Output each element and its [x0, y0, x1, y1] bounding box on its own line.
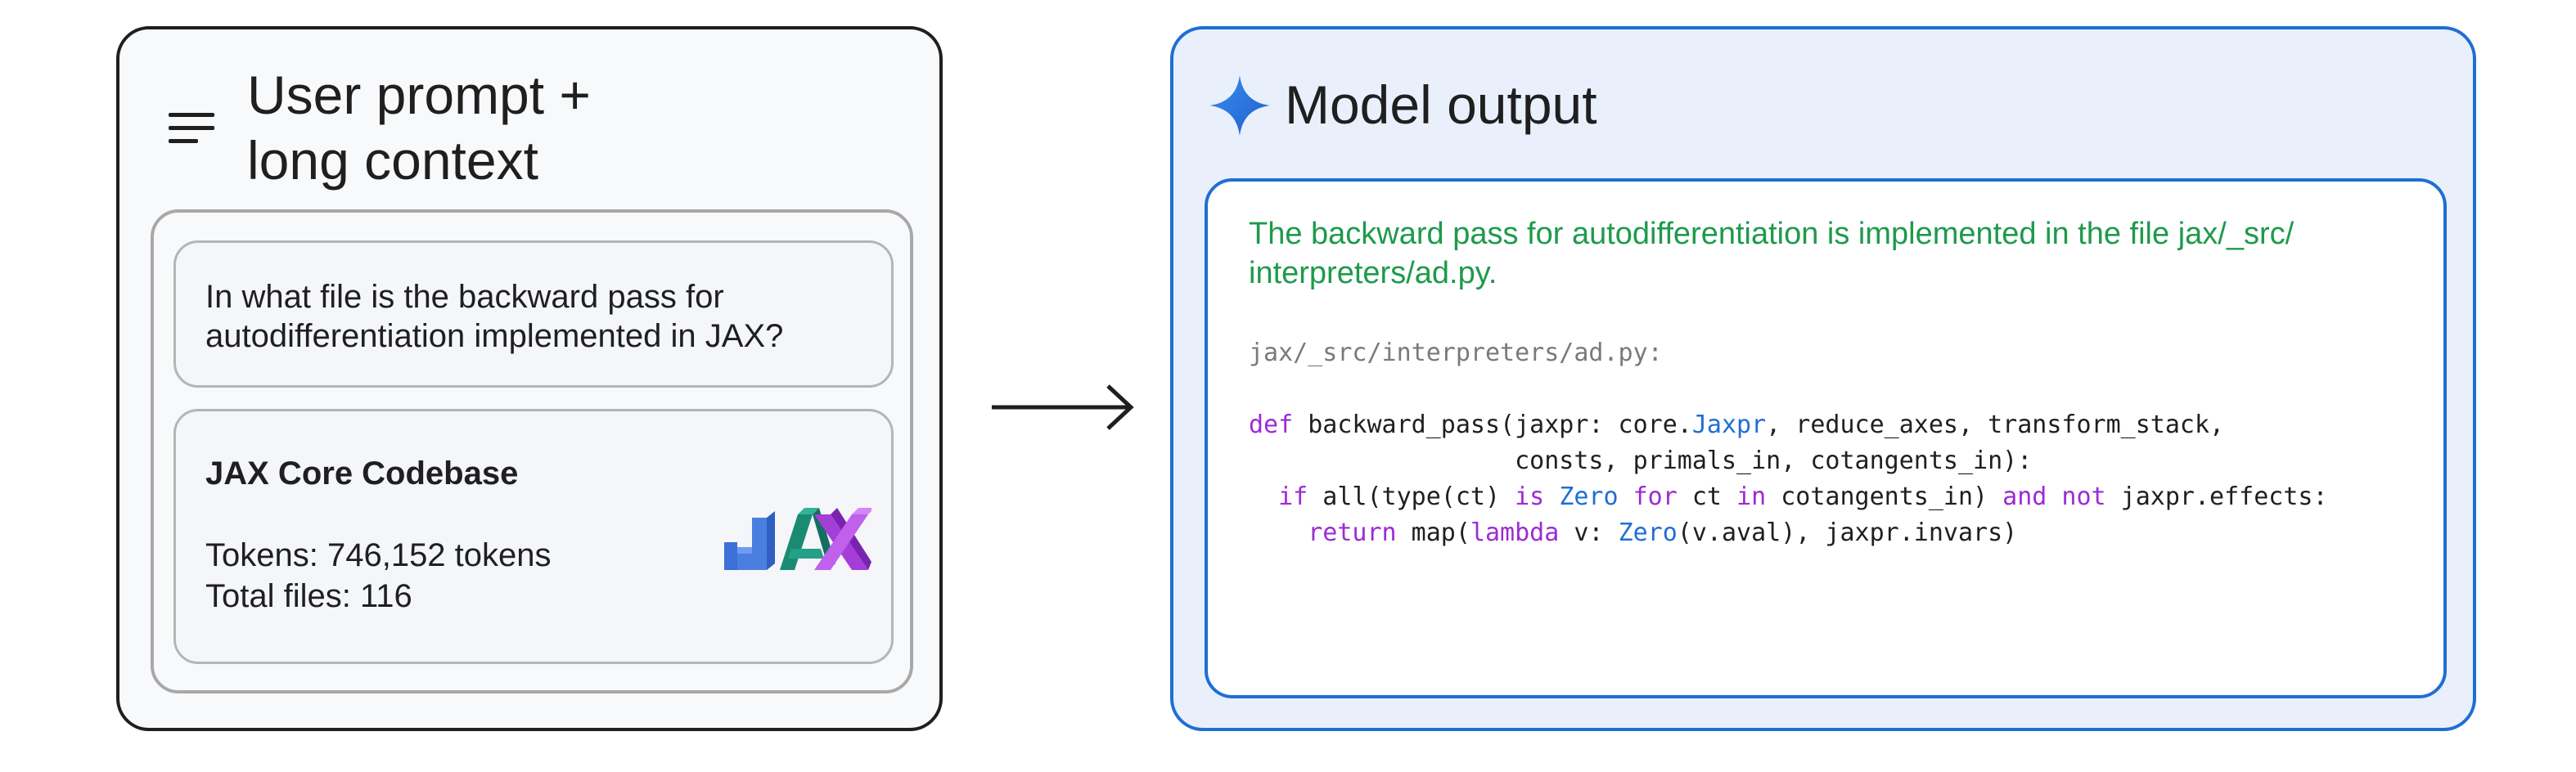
code-text: v: [1559, 518, 1619, 547]
code-text: backward_pass(jaxpr: core. [1293, 411, 1692, 439]
user-prompt-panel: User prompt + long context In what file … [116, 26, 943, 731]
question-text: In what file is the backward pass for au… [205, 279, 784, 354]
code-text [1544, 482, 1559, 511]
code-snippet: def backward_pass(jaxpr: core.Jaxpr, red… [1249, 407, 2328, 551]
code-text [1249, 518, 1308, 547]
code-keyword: is [1515, 482, 1545, 511]
code-keyword: for [1633, 482, 1678, 511]
code-text: , reduce_axes, transform_stack, [1766, 411, 2225, 439]
code-text: jaxpr.effects: [2105, 482, 2328, 511]
code-line: return map(lambda v: Zero(v.aval), jaxpr… [1249, 518, 2017, 547]
code-file-path: jax/_src/interpreters/ad.py: [1249, 339, 1663, 367]
menu-lines-icon [169, 113, 214, 143]
code-keyword: return [1308, 518, 1397, 547]
code-type: Zero [1559, 482, 1619, 511]
code-keyword: lambda [1470, 518, 1560, 547]
code-keyword: if [1278, 482, 1308, 511]
question-card: In what file is the backward pass for au… [173, 240, 894, 388]
user-prompt-title: User prompt + long context [247, 65, 591, 191]
output-box: The backward pass for autodifferentiatio… [1205, 178, 2447, 698]
code-text: map( [1396, 518, 1470, 547]
code-text: (v.aval), jaxpr.invars) [1677, 518, 2018, 547]
code-keyword: def [1249, 411, 1294, 439]
codebase-title: JAX Core Codebase [205, 456, 519, 491]
code-line: consts, primals_in, cotangents_in): [1249, 447, 2032, 475]
answer-text: The backward pass for autodifferentiatio… [1249, 217, 2295, 290]
code-text: consts, primals_in, cotangents_in): [1249, 447, 2033, 475]
code-line: if all(type(ct) is Zero for ct in cotang… [1249, 482, 2328, 511]
code-keyword: not [2061, 482, 2106, 511]
model-output-panel: Model output The backward pass for autod… [1170, 26, 2476, 731]
jax-logo [724, 508, 871, 570]
codebase-files: Total files: 116 [205, 578, 412, 614]
code-text: cotangents_in) [1766, 482, 2003, 511]
code-text [1249, 482, 1278, 511]
code-text [1619, 482, 1633, 511]
code-text [2047, 482, 2061, 511]
code-text: ct [1677, 482, 1737, 511]
code-line: def backward_pass(jaxpr: core.Jaxpr, red… [1249, 411, 2224, 439]
codebase-card: JAX Core Codebase Tokens: 746,152 tokens… [173, 409, 894, 664]
model-output-title: Model output [1285, 74, 1597, 135]
code-keyword: and [2002, 482, 2047, 511]
context-container: In what file is the backward pass for au… [151, 209, 913, 693]
code-type: Zero [1618, 518, 1678, 547]
code-type: Jaxpr [1691, 411, 1767, 439]
sparkle-icon [1209, 75, 1270, 136]
right-arrow-icon [992, 384, 1134, 430]
codebase-tokens: Tokens: 746,152 tokens [205, 537, 552, 573]
code-keyword: in [1736, 482, 1767, 511]
code-text: all(type(ct) [1308, 482, 1515, 511]
